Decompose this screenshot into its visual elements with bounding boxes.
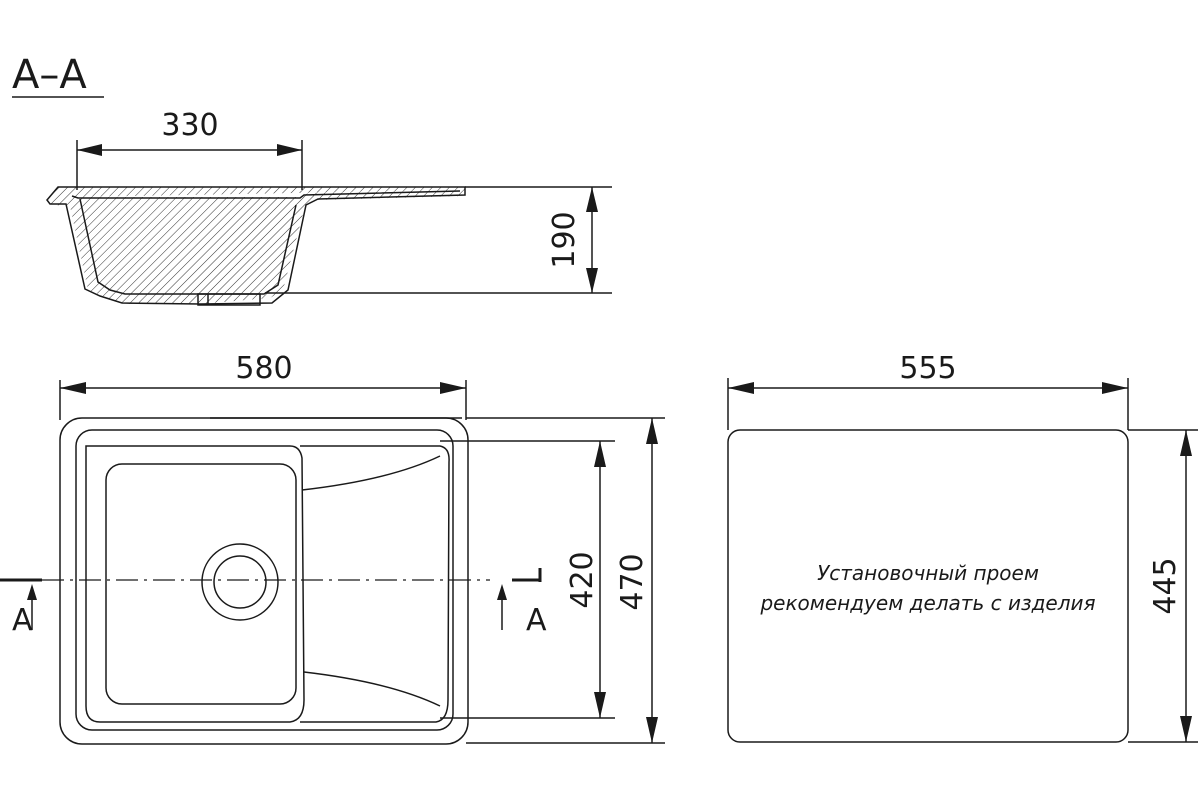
section-view: А–А 330 xyxy=(12,52,612,306)
cutout-width-dimension: 555 xyxy=(727,351,1129,430)
section-marker-left-label: A xyxy=(12,603,33,638)
drainboard-outline xyxy=(300,445,450,723)
section-depth-dimension: 190 xyxy=(265,186,612,294)
drain-outer-ring xyxy=(201,543,279,621)
plan-outer-height-dimension: 470 xyxy=(466,417,665,744)
sink-profile xyxy=(46,186,466,306)
cutout-note-line2: рекомендуем делать с изделия xyxy=(759,591,1095,615)
drain-inner-ring xyxy=(213,555,267,609)
section-marker-right: A xyxy=(497,568,547,638)
bowl-outline xyxy=(85,445,305,723)
section-depth-label: 190 xyxy=(547,211,582,268)
cutout-height-dimension: 445 xyxy=(1128,429,1198,743)
plan-inner-height-label: 420 xyxy=(565,551,600,608)
cutout-rectangle xyxy=(727,429,1129,743)
cutout-note-line1: Установочный проем xyxy=(817,561,1039,585)
section-marker-left: A xyxy=(0,578,42,638)
cutout-view: 555 Установочный проем рекомендуем делат… xyxy=(727,351,1198,743)
cutout-height-label: 445 xyxy=(1148,557,1183,614)
section-width-label: 330 xyxy=(161,108,218,143)
section-marker-right-label: A xyxy=(526,603,547,638)
cutout-width-label: 555 xyxy=(899,351,956,386)
plan-outer-height-label: 470 xyxy=(615,553,650,610)
bowl-bottom xyxy=(105,463,297,705)
section-width-dimension: 330 xyxy=(76,108,303,190)
plan-width-label: 580 xyxy=(235,351,292,386)
plan-width-dimension: 580 xyxy=(59,351,467,420)
plan-inner-height-dimension: 420 xyxy=(440,440,615,719)
plan-view: 580 A A xyxy=(0,351,665,745)
sink-outer-rim xyxy=(59,417,469,745)
section-title: А–А xyxy=(12,52,87,98)
